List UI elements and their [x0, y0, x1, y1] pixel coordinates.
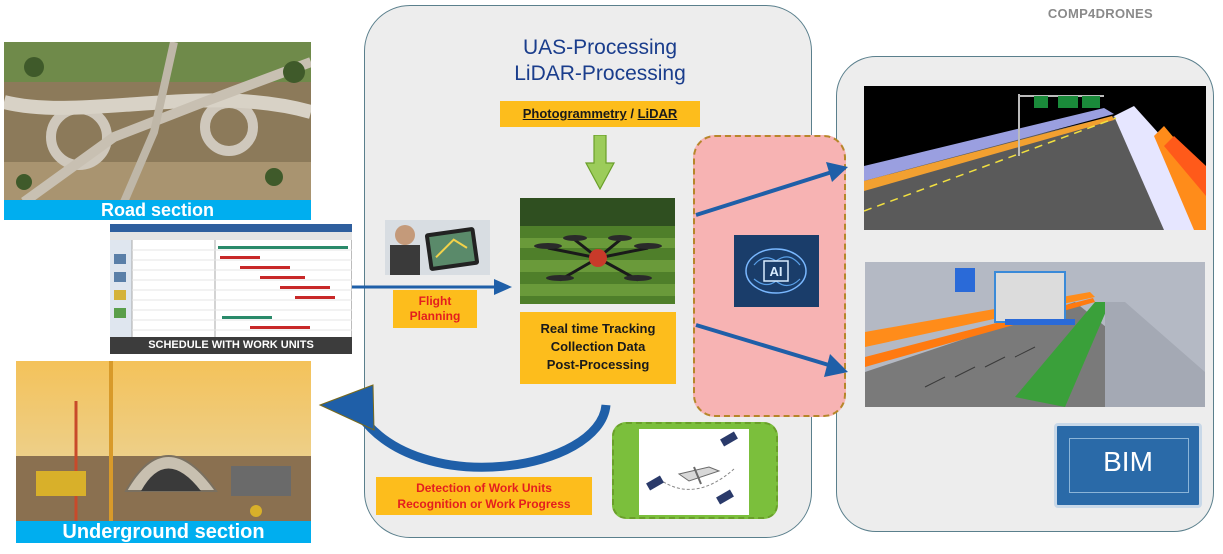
title-uas-processing: UAS-Processing	[522, 36, 678, 59]
tracking-line3: Post-Processing	[546, 357, 650, 372]
tunnel-render-image	[865, 262, 1205, 407]
bim-logo-frame	[1069, 438, 1189, 493]
flight-planning-line2: Planning	[409, 309, 461, 323]
bim-label: BIM	[1103, 446, 1153, 477]
tracking-line1: Real time Tracking	[540, 321, 656, 336]
road-section-image	[4, 42, 311, 202]
road-section-caption: Road section	[4, 200, 311, 220]
lidar-text: LiDAR	[637, 106, 678, 121]
flight-planning-label: Flight Planning	[393, 290, 477, 328]
schedule-caption: SCHEDULE WITH WORK UNITS	[110, 337, 352, 354]
drone-image	[520, 198, 675, 304]
detection-label: Detection of Work Units Recognition or W…	[376, 477, 592, 515]
underground-section-image	[16, 361, 311, 523]
satellite-image	[639, 429, 749, 515]
detection-line2: Recognition or Work Progress	[397, 497, 571, 511]
tablet-image	[385, 220, 490, 275]
ai-label: AI	[770, 264, 783, 279]
ai-brain-image: AI	[734, 235, 819, 307]
bim-logo: BIM	[1054, 423, 1202, 508]
photogrammetry-label: Photogrammetry / LiDAR	[500, 101, 700, 127]
underground-section-caption: Underground section	[16, 521, 311, 543]
tracking-line2: Collection Data	[550, 339, 646, 354]
photogrammetry-sep: /	[626, 106, 638, 121]
photogrammetry-text: Photogrammetry	[522, 106, 627, 121]
title-lidar-processing: LiDAR-Processing	[514, 62, 686, 85]
green-down-arrow	[585, 135, 615, 190]
schedule-gantt-image	[110, 224, 352, 338]
brand-label: COMP4DRONES	[1047, 6, 1153, 21]
detection-line1: Detection of Work Units	[416, 481, 552, 495]
flight-planning-line1: Flight	[418, 294, 452, 308]
highway-render-image	[864, 86, 1206, 230]
tracking-label: Real time Tracking Collection Data Post-…	[520, 312, 676, 384]
